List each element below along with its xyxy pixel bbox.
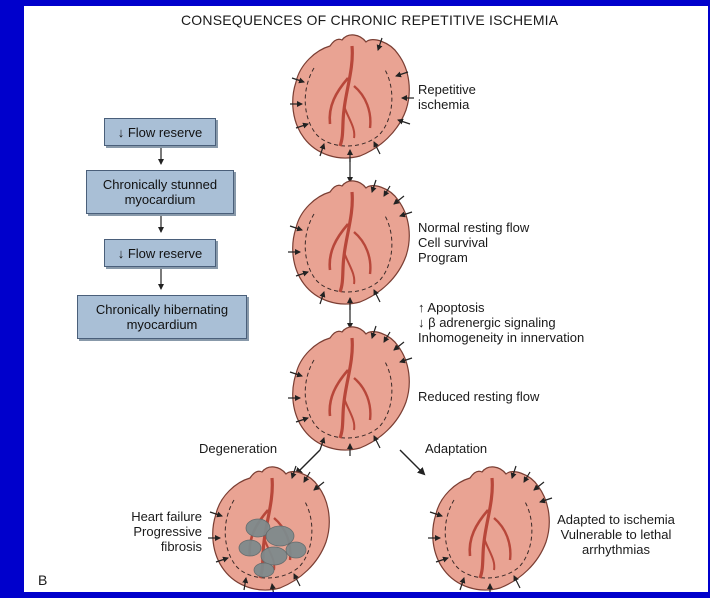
heart-degeneration-icon	[208, 466, 329, 592]
stage1-label: Repetitive ischemia	[418, 82, 476, 112]
outcome-adaptation-label: Adapted to ischemia Vulnerable to lethal…	[544, 512, 688, 557]
chronically-stunned-box: Chronically stunned myocardium	[86, 170, 234, 214]
adaptation-label: Adaptation	[425, 441, 487, 456]
diagram-title: CONSEQUENCES OF CHRONIC REPETITIVE ISCHE…	[181, 13, 558, 28]
heart-stage3-icon	[288, 326, 412, 456]
outcome-degeneration-label: Heart failure Progressive fibrosis	[110, 509, 202, 554]
figure-panel: CONSEQUENCES OF CHRONIC REPETITIVE ISCHE…	[24, 6, 708, 592]
heart-stage2-icon	[288, 180, 412, 310]
heart-adaptation-icon	[428, 466, 552, 592]
heart-stage1-icon	[290, 35, 414, 162]
degeneration-label: Degeneration	[199, 441, 277, 456]
chronically-hibernating-box: Chronically hibernating myocardium	[77, 295, 247, 339]
flow-reserve-box-1: ↓ Flow reserve	[104, 118, 216, 146]
flow-reserve-box-2: ↓ Flow reserve	[104, 239, 216, 267]
stage2-changes-label: ↑ Apoptosis ↓ β adrenergic signaling Inh…	[418, 300, 584, 345]
arrow-adaptation	[400, 450, 424, 474]
stage3-label: Reduced resting flow	[418, 389, 539, 404]
arrow-degeneration	[296, 450, 320, 474]
panel-letter: B	[38, 573, 47, 588]
stage2-label: Normal resting flow Cell survival Progra…	[418, 220, 529, 265]
